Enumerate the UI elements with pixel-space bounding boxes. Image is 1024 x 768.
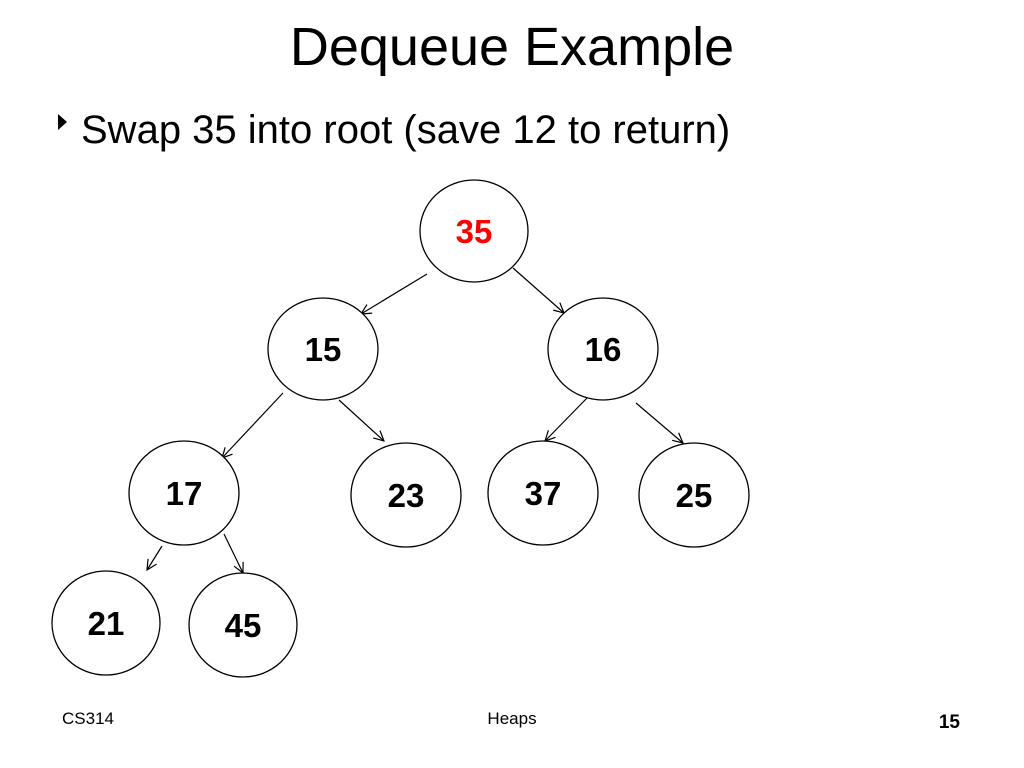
tree-node-16: 16: [547, 297, 659, 401]
tree-node-label: 15: [305, 331, 342, 368]
tree-node-circle: [267, 297, 379, 401]
tree-node-label: 17: [166, 475, 203, 512]
footer-page-number: 15: [938, 712, 960, 733]
tree-node-label: 35: [456, 213, 493, 250]
tree-edge-17-to-45: [223, 533, 243, 573]
tree-node-17: 17: [128, 440, 240, 546]
tree-edge-16-to-25: [635, 402, 683, 443]
triangle-bullet-icon: [58, 114, 67, 130]
bullet-point: Swap 35 into root (save 12 to return): [58, 100, 730, 160]
tree-edge-15-to-17: [222, 392, 284, 458]
tree-node-21: 21: [51, 570, 161, 676]
footer-course: CS314: [62, 709, 114, 728]
tree-node-label: 23: [388, 477, 425, 514]
tree-node-circle: [487, 440, 599, 546]
tree-edge-15-to-23: [338, 399, 384, 441]
tree-node-circle: [419, 179, 529, 283]
tree-node-label: 21: [88, 605, 125, 642]
tree-node-23: 23: [350, 442, 462, 548]
tree-node-circle: [128, 440, 240, 546]
tree-edge-35-to-16: [512, 267, 564, 313]
tree-node-circle: [350, 442, 462, 548]
tree-node-15: 15: [267, 297, 379, 401]
tree-node-label: 45: [225, 607, 262, 644]
tree-edge-16-to-37: [545, 396, 589, 441]
tree-edge-17-to-21: [147, 545, 163, 570]
tree-node-circle: [188, 572, 298, 678]
tree-node-25: 25: [638, 442, 750, 548]
tree-node-35: 35: [419, 179, 529, 283]
tree-node-label: 37: [525, 475, 562, 512]
slide-title: Dequeue Example: [289, 17, 735, 77]
tree-node-label: 16: [585, 331, 622, 368]
footer-topic: Heaps: [487, 709, 537, 728]
tree-node-circle: [51, 570, 161, 676]
tree-node-37: 37: [487, 440, 599, 546]
tree-node-circle: [638, 442, 750, 548]
tree-edge-35-to-15: [361, 273, 428, 314]
tree-node-45: 45: [188, 572, 298, 678]
bullet-text: Swap 35 into root (save 12 to return): [81, 108, 731, 152]
tree-node-circle: [547, 297, 659, 401]
tree-node-label: 25: [676, 477, 713, 514]
